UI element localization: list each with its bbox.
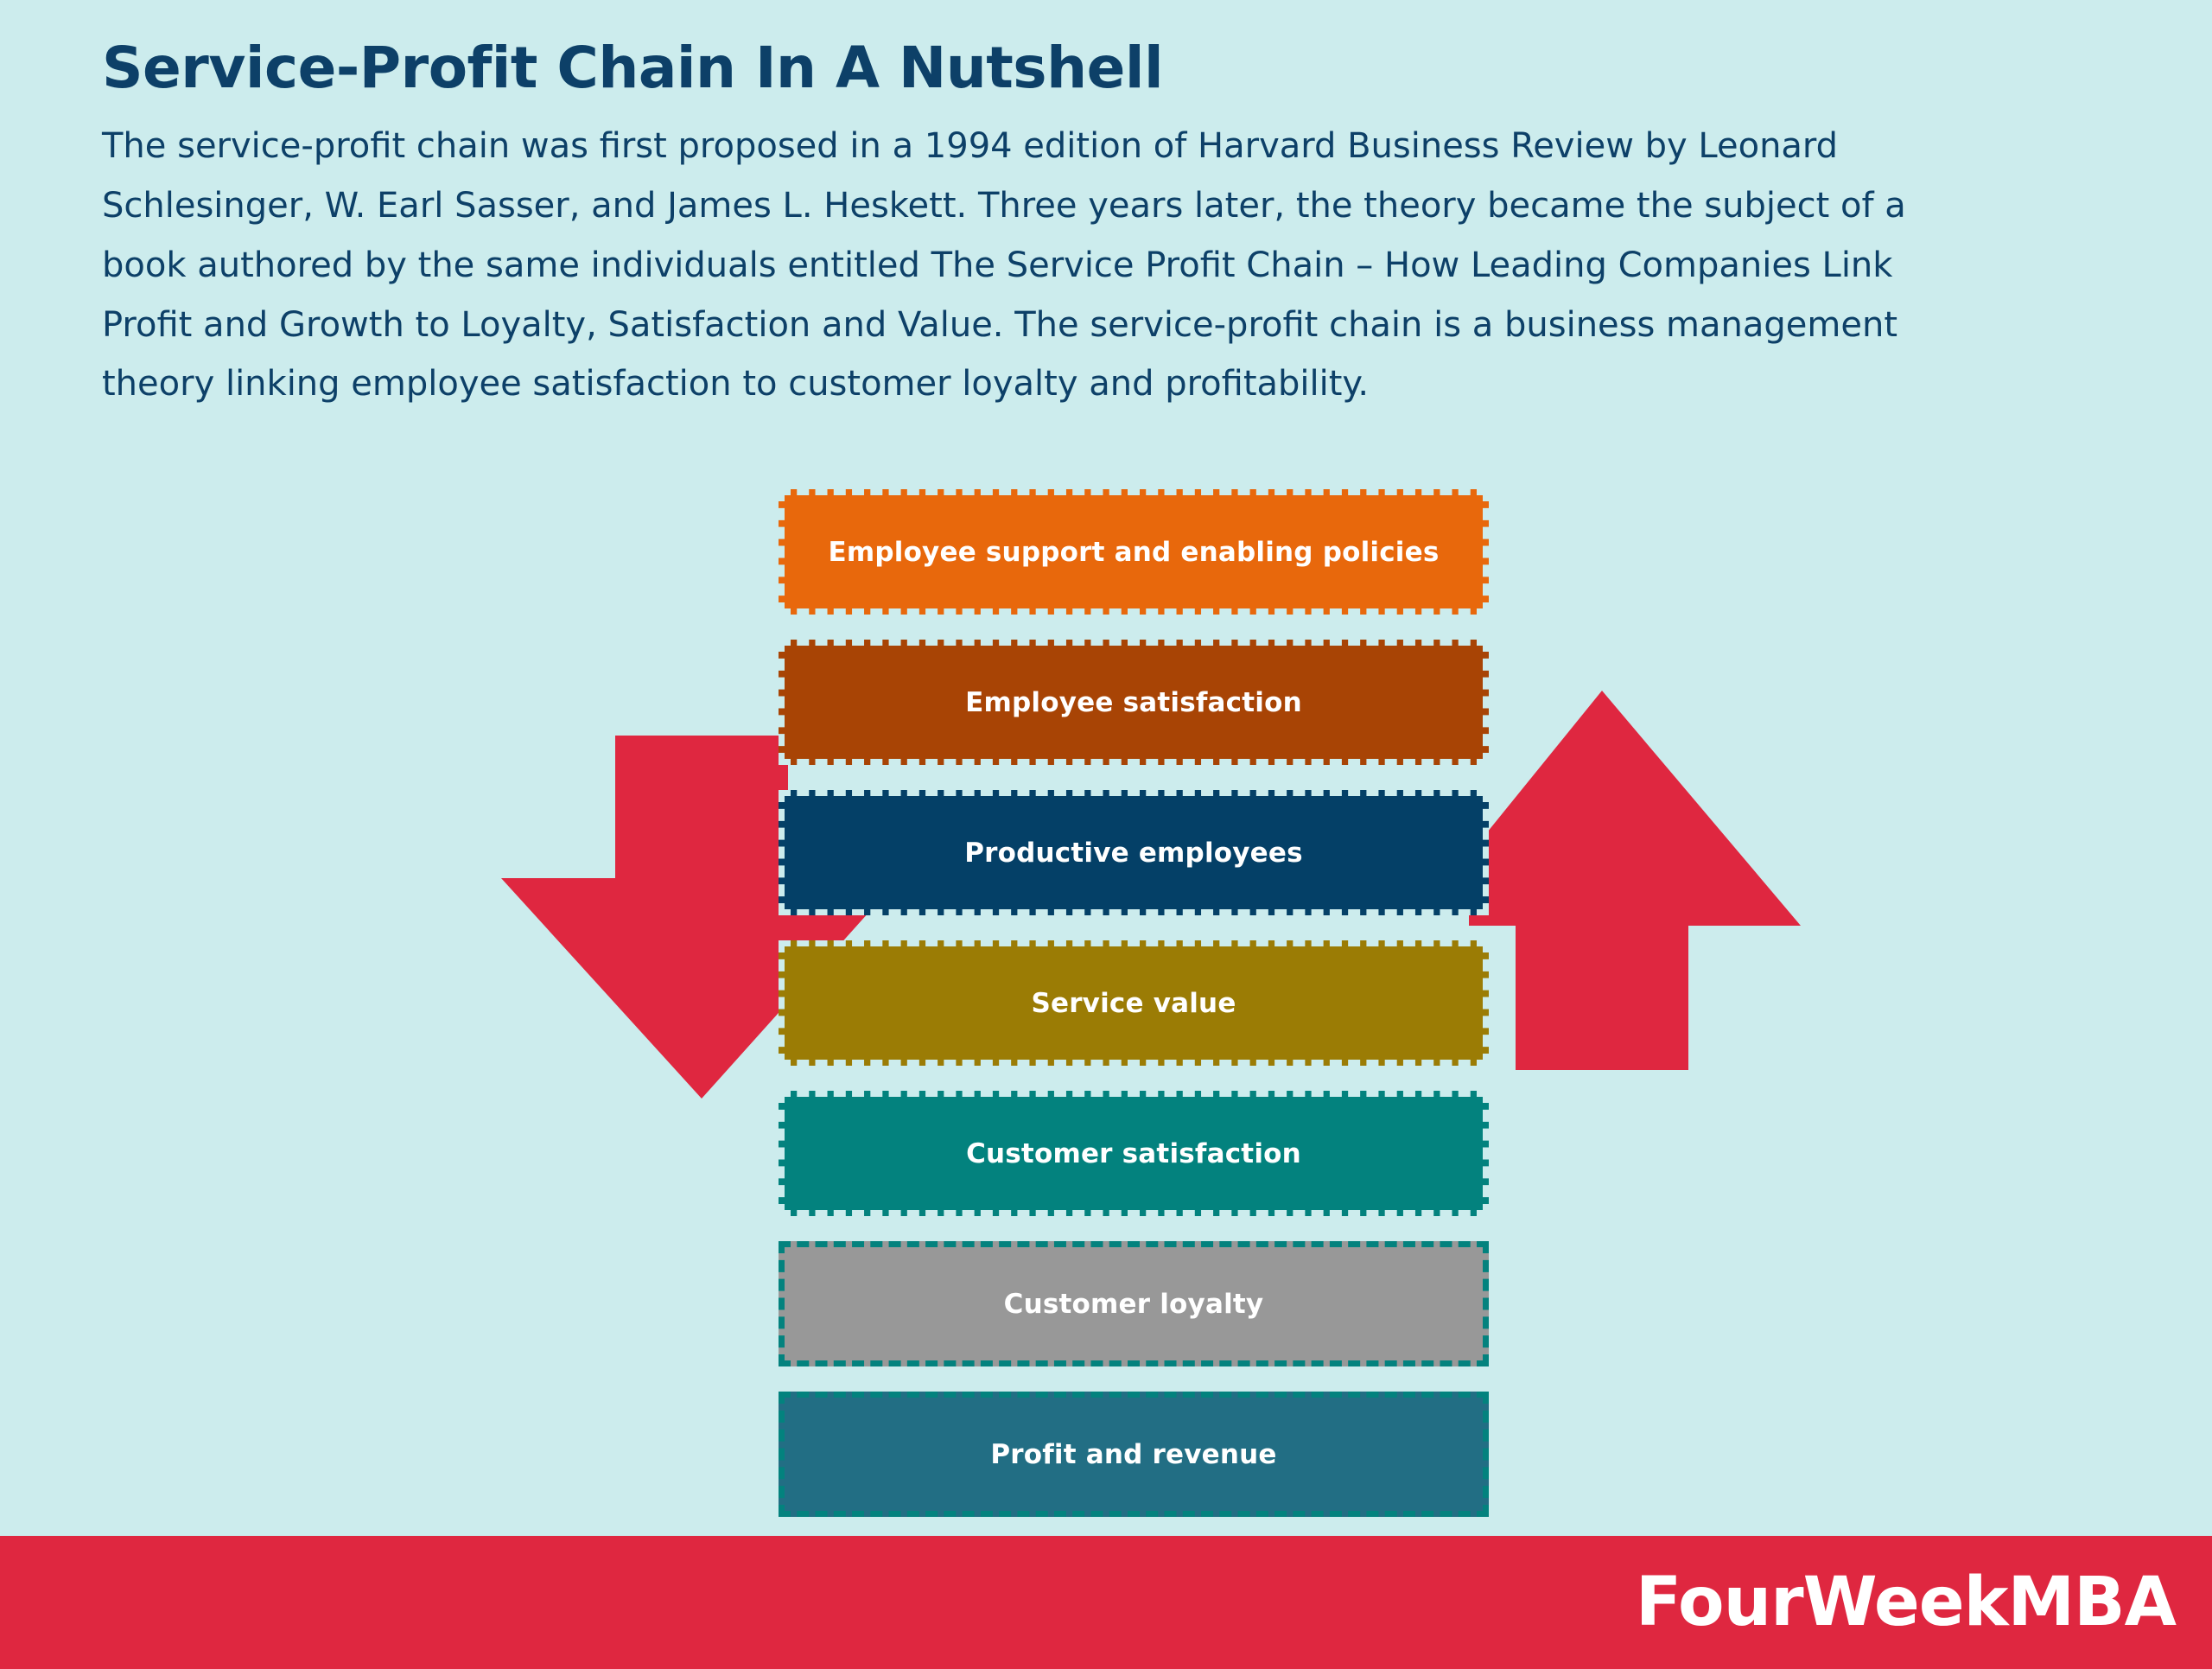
header-block: Service-Profit Chain In A Nutshell The s… [102, 38, 1960, 414]
chain-box-label: Customer loyalty [1003, 1288, 1264, 1320]
chain-box-employee-support[interactable]: Employee support and enabling policies [779, 489, 1489, 615]
intro-paragraph: The service-profit chain was first propo… [102, 126, 1906, 405]
chain-box-label: Service value [1031, 987, 1236, 1019]
chain-box-customer-satisfaction[interactable]: Customer satisfaction [779, 1091, 1489, 1216]
chain-box-profit-and-revenue[interactable]: Profit and revenue [779, 1392, 1489, 1517]
service-profit-chain-diagram: Employee support and enabling policies E… [501, 489, 1801, 1517]
chain-box-label: Customer satisfaction [966, 1137, 1301, 1169]
chain-box-label: Employee satisfaction [965, 686, 1302, 718]
page-title: Service-Profit Chain In A Nutshell [102, 35, 1164, 101]
chain-box-label: Employee support and enabling policies [828, 536, 1440, 568]
chain-box-customer-loyalty[interactable]: Customer loyalty [779, 1241, 1489, 1366]
chain-box-stack: Employee support and enabling policies E… [779, 489, 1489, 1517]
chain-box-employee-satisfaction[interactable]: Employee satisfaction [779, 640, 1489, 765]
chain-box-productive-employees[interactable]: Productive employees [779, 790, 1489, 915]
brand-logo: FourWeekMBA [1635, 1564, 2177, 1641]
chain-box-label: Productive employees [964, 837, 1303, 869]
up-arrow-icon [1469, 691, 1801, 1070]
chain-box-label: Profit and revenue [990, 1438, 1277, 1470]
chain-box-service-value[interactable]: Service value [779, 940, 1489, 1066]
footer-bar: FourWeekMBA [0, 1536, 2212, 1669]
